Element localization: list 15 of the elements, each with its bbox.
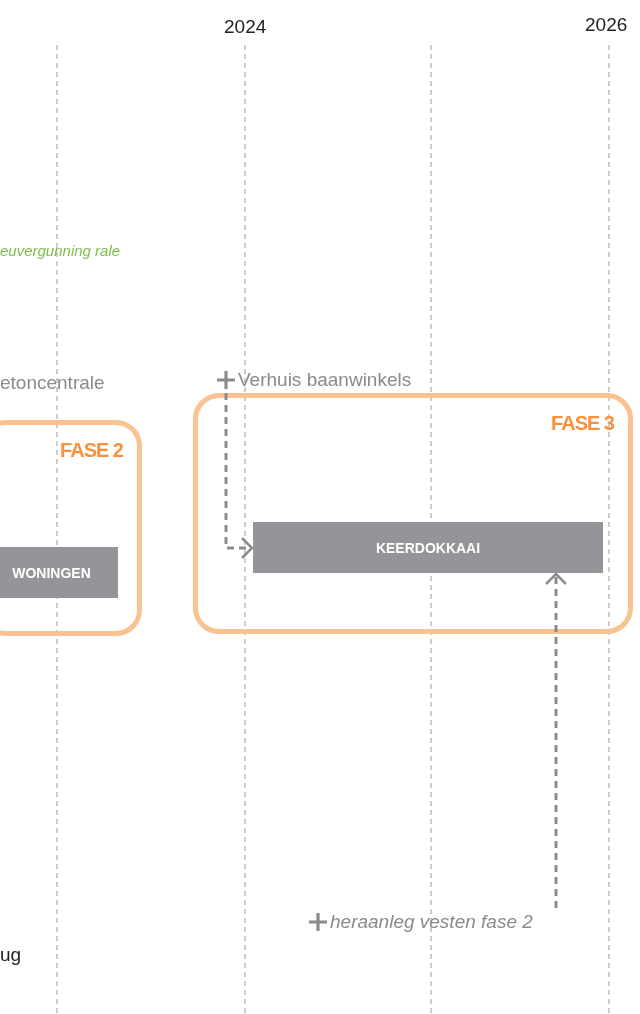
phase-title: FASE 2: [60, 439, 123, 462]
event-text: heraanleg vesten fase 2: [330, 911, 533, 933]
phase-title: FASE 3: [551, 412, 614, 435]
project-bar: KEERDOKKAAI: [253, 522, 603, 573]
timeline-note: euvergunning rale: [0, 241, 122, 261]
event-text: Verhuis baanwinkels: [238, 369, 412, 391]
phase-frame: [0, 420, 142, 636]
dashed-arrow: [544, 572, 568, 908]
dashed-arrow: [224, 393, 254, 560]
year-label: 2024: [224, 16, 267, 38]
timeline-note: etoncentrale: [0, 372, 105, 394]
phase-frame: [193, 393, 633, 634]
project-bar: WONINGEN: [0, 547, 118, 598]
timeline-note: ug: [0, 944, 22, 966]
year-label: 2026: [585, 14, 628, 36]
